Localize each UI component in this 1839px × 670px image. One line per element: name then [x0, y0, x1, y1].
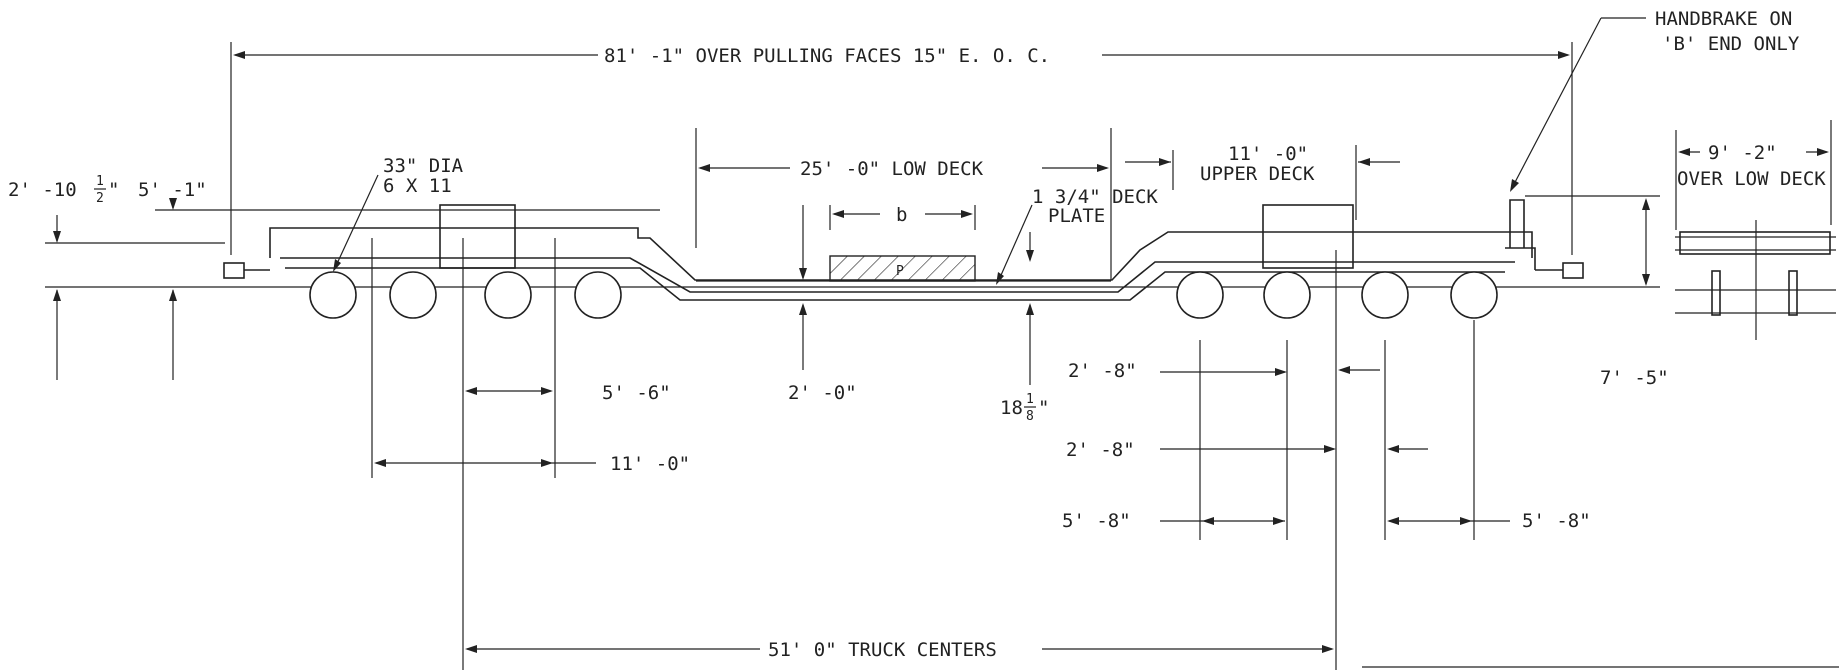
- wheel-note: 33" DIA 6 X 11: [333, 155, 464, 272]
- dim-2-8-a-label: 2' -8": [1068, 360, 1137, 382]
- wheel-3: [484, 271, 532, 319]
- wheel-5: [1176, 271, 1224, 319]
- deck-clearance-frac-num: 1: [1026, 392, 1034, 407]
- low-deck-label: 25' -0" LOW DECK: [800, 158, 984, 180]
- height-5-1-label: 5' -1": [138, 179, 207, 201]
- wheel-7: [1361, 271, 1409, 319]
- left-height-dimensions: 2' -10 1 2 " 5' -1": [8, 174, 207, 380]
- handbrake-label-2: 'B' END ONLY: [1662, 33, 1800, 55]
- deck-clearance-frac-den: 8: [1026, 409, 1034, 424]
- upper-deck-length-label: 11' -0": [1228, 143, 1308, 165]
- wheel-8: [1450, 271, 1498, 319]
- deck-plate-note: 1 3/4" DECK PLATE: [996, 186, 1158, 285]
- load-block: P b: [829, 204, 976, 282]
- end-view: 9' -2" OVER LOW DECK: [1675, 120, 1836, 340]
- low-deck-height: 2' -0": [788, 205, 857, 404]
- end-width-label: 9' -2": [1708, 142, 1777, 164]
- overall-length-label: 81' -1" OVER PULLING FACES 15" E. O. C.: [604, 45, 1050, 67]
- right-truck-dimensions: 2' -8" 2' -8" 5' -8" 5' -8": [1062, 250, 1591, 670]
- coupler-height-label: 2' -10: [8, 179, 77, 201]
- truck-11-0-label: 11' -0": [610, 453, 690, 475]
- wheel-size-label: 6 X 11: [383, 175, 452, 197]
- left-truck-dimensions: 5' -6" 11' -0": [371, 238, 690, 670]
- deck-plate-label-1: 1 3/4" DECK: [1032, 186, 1158, 208]
- upper-deck-label: UPPER DECK: [1200, 163, 1315, 185]
- over-low-deck-label: OVER LOW DECK: [1677, 168, 1826, 190]
- low-deck-height-label: 2' -0": [788, 382, 857, 404]
- wheel-6: [1263, 271, 1311, 319]
- deck-clearance: 18 1 8 ": [1000, 303, 1049, 424]
- low-deck-dimension: 25' -0" LOW DECK: [695, 128, 1112, 280]
- handbrake-label-1: HANDBRAKE ON: [1655, 8, 1792, 30]
- overall-length-dimension: 81' -1" OVER PULLING FACES 15" E. O. C.: [230, 42, 1573, 255]
- coupler-height-frac-num: 1: [96, 174, 104, 189]
- right-height-dimension: 7' -5": [1600, 198, 1669, 389]
- dim-5-8-a-label: 5' -8": [1062, 510, 1131, 532]
- handbrake-note: HANDBRAKE ON 'B' END ONLY: [1510, 8, 1800, 192]
- height-7-5-label: 7' -5": [1600, 367, 1669, 389]
- coupler-height-frac-den: 2: [96, 191, 104, 206]
- coupler-b-end: [1562, 262, 1584, 279]
- truck-centers-dimension: 51' 0" TRUCK CENTERS: [465, 639, 1334, 661]
- dim-5-8-b-label: 5' -8": [1522, 510, 1591, 532]
- deck-plate-label-2: PLATE: [1048, 205, 1105, 227]
- upper-deck-dimension: 11' -0" UPPER DECK: [1125, 143, 1400, 220]
- load-p-label: P: [896, 264, 904, 279]
- wheel-4: [574, 271, 622, 319]
- coupler-a-end: [223, 262, 245, 279]
- coupler-height-mark: ": [108, 179, 119, 201]
- wheel-2: [389, 271, 437, 319]
- wheel-dia-label: 33" DIA: [383, 155, 464, 177]
- truck-centers-label: 51' 0" TRUCK CENTERS: [768, 639, 997, 661]
- deck-clearance-mark: ": [1038, 397, 1049, 419]
- axle-5-6-label: 5' -6": [602, 382, 671, 404]
- wheel-1: [309, 271, 357, 319]
- wheels: [309, 271, 1498, 319]
- dim-2-8-b-label: 2' -8": [1066, 439, 1135, 461]
- load-b-label: b: [896, 204, 907, 226]
- deck-clearance-label: 18: [1000, 397, 1023, 419]
